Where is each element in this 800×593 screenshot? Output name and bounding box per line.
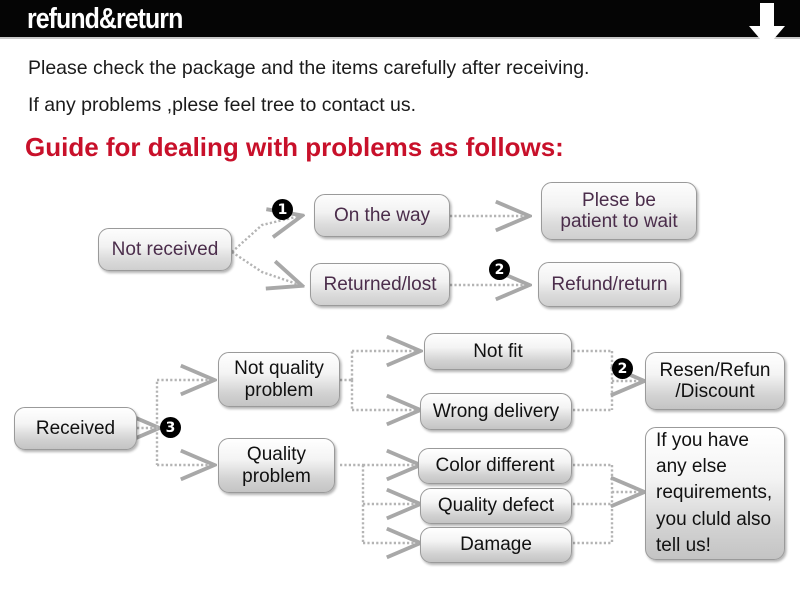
badge-1: 1 <box>272 199 293 220</box>
node-wrong-delivery[interactable]: Wrong delivery <box>420 393 572 430</box>
node-plese-be-patient[interactable]: Plese be patient to wait <box>541 182 697 240</box>
node-damage[interactable]: Damage <box>420 527 572 563</box>
intro-line-2: If any problems ,plese feel tree to cont… <box>28 94 417 116</box>
header-bar <box>0 0 800 37</box>
node-quality-problem[interactable]: Quality problem <box>218 438 335 493</box>
node-resend-refund-discount[interactable]: Resen/Refun /Discount <box>645 352 785 410</box>
node-received[interactable]: Received <box>14 407 137 450</box>
badge-3: 3 <box>160 417 181 438</box>
page-title: refund&return <box>27 3 183 35</box>
node-refund-return[interactable]: Refund/return <box>538 262 681 307</box>
guide-heading: Guide for dealing with problems as follo… <box>25 132 564 162</box>
node-not-quality-problem[interactable]: Not quality problem <box>218 352 340 407</box>
header-divider <box>0 37 800 39</box>
node-quality-defect[interactable]: Quality defect <box>420 488 572 524</box>
node-any-else-requirements[interactable]: If you have any else requirements, you c… <box>645 427 785 560</box>
node-not-fit[interactable]: Not fit <box>424 333 572 370</box>
node-on-the-way[interactable]: On the way <box>314 194 450 237</box>
node-returned-lost[interactable]: Returned/lost <box>310 263 450 306</box>
down-arrow-icon <box>749 3 785 47</box>
node-color-different[interactable]: Color different <box>418 448 572 484</box>
badge-2b: 2 <box>612 358 633 379</box>
badge-2: 2 <box>489 259 510 280</box>
intro-line-1: Please check the package and the items c… <box>28 57 590 79</box>
node-not-received[interactable]: Not received <box>98 228 232 271</box>
